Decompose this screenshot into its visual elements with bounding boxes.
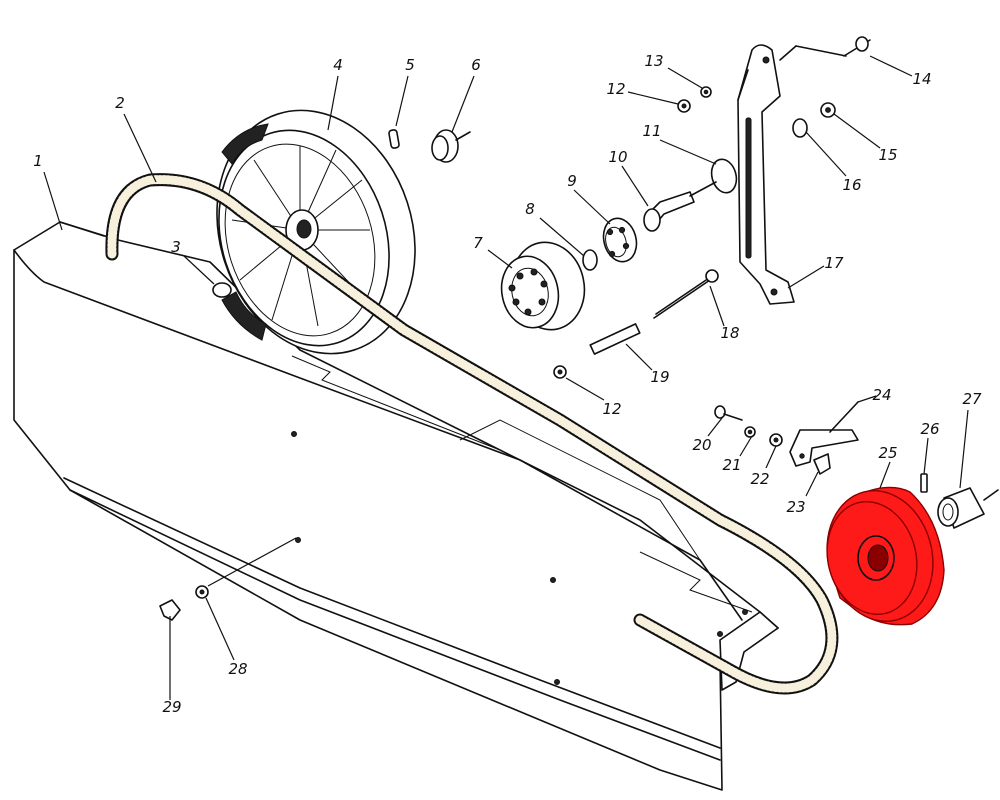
callout-4: 4 — [333, 56, 343, 74]
callout-12-upper: 12 — [606, 80, 625, 98]
callout-25: 25 — [878, 444, 897, 462]
rod-18 — [653, 269, 719, 319]
callout-23: 23 — [786, 498, 805, 516]
callout-labels: 1 2 3 4 5 6 7 8 9 10 11 12 12 13 14 15 1… — [33, 52, 982, 716]
callout-1: 1 — [33, 152, 43, 170]
bearing-9 — [602, 217, 638, 263]
callout-16: 16 — [842, 176, 861, 194]
bushing-27 — [937, 487, 999, 529]
callout-15: 15 — [878, 146, 897, 164]
callout-9: 9 — [567, 172, 577, 190]
callout-11: 11 — [642, 122, 661, 140]
callout-3: 3 — [171, 238, 181, 256]
callout-8: 8 — [525, 200, 535, 218]
bracket-24 — [789, 401, 859, 467]
washer-16 — [792, 118, 808, 138]
washer-28 — [195, 585, 209, 599]
callout-13: 13 — [644, 52, 663, 70]
bushing-6 — [431, 129, 471, 163]
callout-28: 28 — [228, 660, 247, 678]
wing-nut-23 — [813, 453, 831, 475]
nut-15 — [820, 102, 836, 118]
washer-13 — [700, 86, 712, 98]
drive-belt — [105, 173, 839, 695]
pin-19 — [589, 323, 641, 355]
wing-nut-29 — [159, 599, 181, 621]
callout-10: 10 — [608, 148, 627, 166]
callout-20: 20 — [692, 436, 711, 454]
washer-22 — [769, 433, 783, 447]
clip-3 — [212, 282, 232, 298]
washer-21 — [744, 426, 756, 438]
callout-17: 17 — [824, 254, 844, 272]
pin-5 — [388, 129, 400, 149]
callout-27: 27 — [962, 390, 982, 408]
bearing-housing — [500, 241, 586, 331]
callout-21: 21 — [722, 456, 741, 474]
callout-22: 22 — [750, 470, 769, 488]
callout-14: 14 — [912, 70, 931, 88]
callout-2: 2 — [115, 94, 125, 112]
tension-bracket-17 — [737, 44, 847, 305]
nut-12-lower — [553, 365, 567, 379]
ring-11 — [710, 158, 738, 194]
shaft-10 — [643, 181, 717, 232]
small-pulley-highlighted — [826, 486, 945, 626]
callout-5: 5 — [405, 56, 415, 74]
callout-29: 29 — [162, 698, 181, 716]
callout-24: 24 — [872, 386, 891, 404]
nut-12-upper — [677, 99, 691, 113]
callout-26: 26 — [920, 420, 939, 438]
callout-12-lower: 12 — [602, 400, 621, 418]
callout-7: 7 — [473, 234, 483, 252]
callout-6: 6 — [471, 56, 481, 74]
callout-18: 18 — [720, 324, 739, 342]
callout-leaders — [43, 55, 969, 700]
circlip-8 — [582, 249, 598, 271]
screw-20 — [714, 405, 743, 421]
callout-19: 19 — [650, 368, 669, 386]
key-26 — [920, 473, 928, 493]
bolt-14 — [843, 36, 871, 57]
